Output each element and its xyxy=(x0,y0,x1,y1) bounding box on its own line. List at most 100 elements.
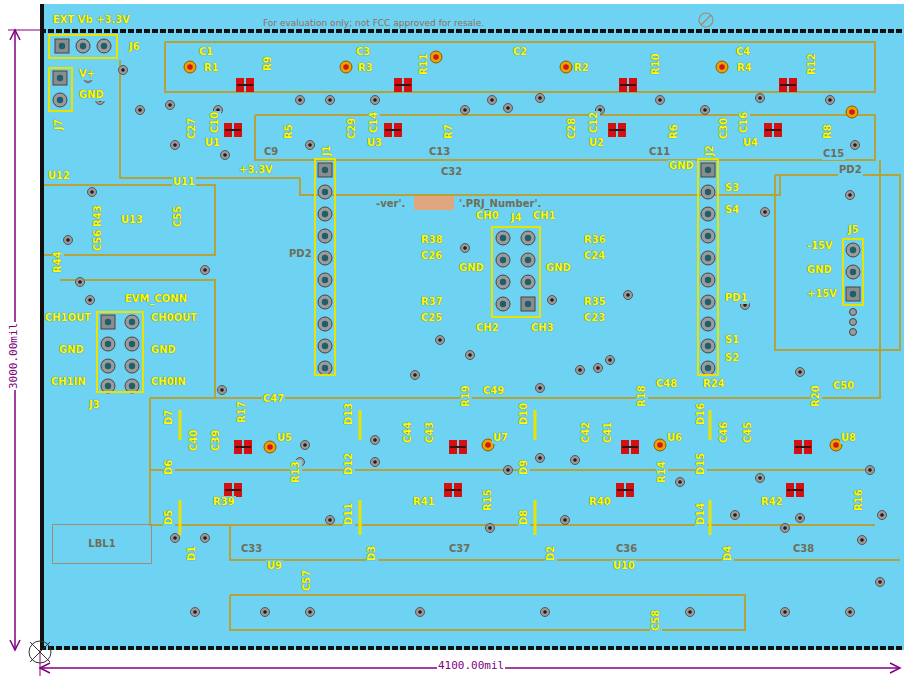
header-pin xyxy=(53,71,67,85)
via-pad xyxy=(86,296,95,305)
via xyxy=(416,608,425,617)
via-pad xyxy=(756,474,765,483)
via-pad xyxy=(851,141,860,150)
via-pad xyxy=(306,141,315,150)
silkscreen-label: GND xyxy=(58,344,85,356)
pin1-pad xyxy=(55,39,69,53)
via-hole xyxy=(90,190,94,194)
dimension-arrow xyxy=(10,640,20,650)
test-point-center xyxy=(433,54,439,60)
via-pad xyxy=(541,608,550,617)
silkscreen-label: R2 xyxy=(573,62,590,74)
pad-gap xyxy=(609,129,625,131)
via-hole xyxy=(78,280,82,284)
via-hole xyxy=(373,460,377,464)
silkscreen-label: R12 xyxy=(806,52,818,76)
via-hole xyxy=(413,373,417,377)
via xyxy=(461,106,470,115)
silkscreen-label: -15V xyxy=(806,240,834,252)
test-point-ring xyxy=(560,61,572,73)
via-hole xyxy=(538,386,542,390)
via-pad xyxy=(218,386,227,395)
via xyxy=(676,478,685,487)
via-hole xyxy=(468,353,472,357)
pad-gap xyxy=(617,489,633,491)
silkscreen-label: PD2 xyxy=(838,164,863,176)
silkscreen-label: C30 xyxy=(718,117,730,140)
via-pad xyxy=(536,94,545,103)
via xyxy=(756,474,765,483)
header-pin xyxy=(125,359,139,373)
header-pin xyxy=(318,295,332,309)
via-hole xyxy=(783,610,787,614)
via-pad xyxy=(701,106,710,115)
header-pin xyxy=(521,297,535,311)
pin-hole xyxy=(850,247,856,253)
via-pad xyxy=(221,151,230,160)
via-hole xyxy=(138,108,142,112)
via-hole xyxy=(263,610,267,614)
header-pin xyxy=(496,275,510,289)
via xyxy=(594,364,603,373)
via-pad xyxy=(64,236,73,245)
silkscreen-label: C37 xyxy=(448,543,471,555)
pin-pad xyxy=(701,185,715,199)
pin-hole xyxy=(705,211,711,217)
via-hole xyxy=(848,610,852,614)
dimension-arrow xyxy=(890,663,900,673)
silkscreen-label: U2 xyxy=(588,137,605,149)
header-pin xyxy=(521,253,535,267)
via xyxy=(571,456,580,465)
via xyxy=(536,94,545,103)
via-pad xyxy=(858,536,867,545)
pin-pad xyxy=(701,229,715,243)
via-pad xyxy=(656,96,665,105)
silkscreen-label: R5 xyxy=(283,123,295,140)
ic-footprint xyxy=(224,483,242,497)
via xyxy=(866,466,875,475)
via-pad xyxy=(878,511,887,520)
pin-pad xyxy=(318,185,332,199)
silkscreen-label: '.PRJ_Number'. xyxy=(458,198,542,210)
header-pin xyxy=(496,231,510,245)
small-pin xyxy=(850,329,857,336)
via-hole xyxy=(463,246,467,250)
via xyxy=(656,96,665,105)
via-hole xyxy=(298,98,302,102)
silkscreen-label: U3 xyxy=(366,137,383,149)
via-pad xyxy=(876,578,885,587)
silkscreen-label: C47 xyxy=(262,393,285,405)
pin-hole xyxy=(850,269,856,275)
header-pin xyxy=(521,231,535,245)
silkscreen-label: U11 xyxy=(172,176,196,188)
pin-hole xyxy=(705,321,711,327)
silkscreen-label: EXT Vb +3.3V xyxy=(52,14,131,26)
via-pad xyxy=(88,188,97,197)
pin-hole xyxy=(322,233,328,239)
silkscreen-label: D9 xyxy=(518,459,530,476)
test-point-center xyxy=(267,444,273,450)
pin-pad xyxy=(496,253,510,267)
via xyxy=(846,608,855,617)
silkscreen-label: C44 xyxy=(402,421,414,444)
ic-footprint xyxy=(619,78,637,92)
via-hole xyxy=(543,610,547,614)
pin-hole xyxy=(322,299,328,305)
via-hole xyxy=(550,298,554,302)
pin-hole xyxy=(80,43,86,49)
pin-pad xyxy=(318,251,332,265)
board-edge xyxy=(40,4,44,650)
silkscreen-label: R18 xyxy=(636,384,648,408)
silkscreen-label: R13 xyxy=(290,460,302,484)
diode-outline xyxy=(709,410,712,440)
pad-gap xyxy=(787,489,803,491)
pin-pad xyxy=(101,337,115,351)
test-point xyxy=(430,51,442,63)
silkscreen-label: R3 xyxy=(357,62,374,74)
test-point-center xyxy=(849,109,855,115)
silkscreen-label: D13 xyxy=(343,402,355,426)
via xyxy=(306,141,315,150)
header-pin xyxy=(76,39,90,53)
via xyxy=(436,336,445,345)
test-point xyxy=(716,61,728,73)
